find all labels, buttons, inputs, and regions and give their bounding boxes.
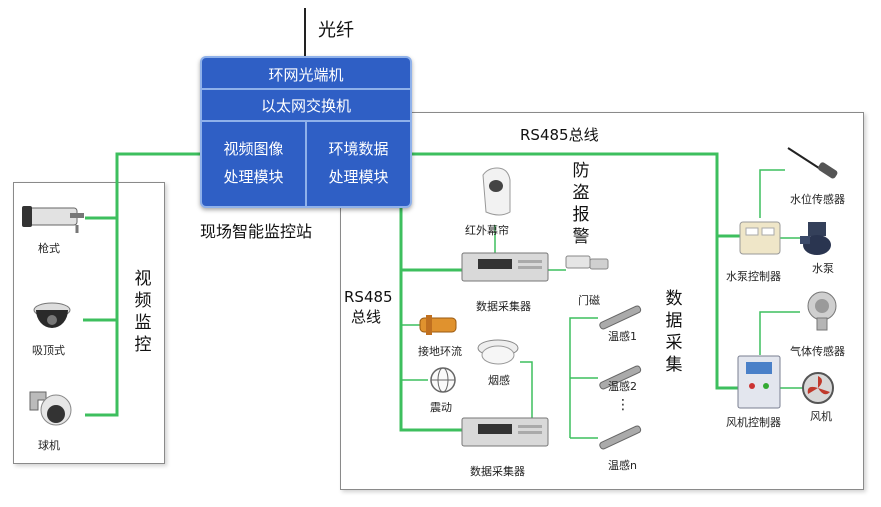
door-magnet-icon xyxy=(565,255,609,270)
water-level-sensor-label: 水位传感器 xyxy=(790,193,845,206)
rs485-left-label-line2: 总线 xyxy=(351,308,382,326)
temp-probe-icon xyxy=(599,425,642,450)
ring-optical-terminal: 环网光端机 xyxy=(268,66,344,84)
temp-sensor-n-label: 温感n xyxy=(608,459,637,472)
field-frame xyxy=(340,112,864,490)
vibration-sensor-icon xyxy=(430,367,456,393)
data-collector-icon xyxy=(461,252,549,282)
fan-icon xyxy=(802,372,834,404)
temp-sensor-ellipsis: ⋮ xyxy=(616,397,630,413)
fan-controller-icon xyxy=(737,355,781,409)
dome-camera-label: 吸顶式 xyxy=(32,344,65,357)
temp-probe-icon xyxy=(599,365,642,390)
ground-current-label: 接地环流 xyxy=(418,345,462,358)
env-module-line1: 环境数据 xyxy=(328,140,389,158)
fiber-label: 光纤 xyxy=(318,20,354,41)
video-monitor-frame xyxy=(13,182,165,464)
smoke-detector-label: 烟感 xyxy=(488,374,510,387)
ethernet-switch: 以太网交换机 xyxy=(260,97,351,115)
infrared-curtain-label: 红外幕帘 xyxy=(465,224,509,237)
video-module-line1: 视频图像 xyxy=(223,140,284,158)
station-box: 环网光端机 以太网交换机 视频图像 处理模块 环境数据 处理模块 xyxy=(200,56,412,208)
security-alarm-title: 防盗报警 xyxy=(572,161,590,247)
dome-camera-icon xyxy=(33,302,71,328)
video-monitor-title: 视频监控 xyxy=(134,269,152,355)
fan-controller-label: 风机控制器 xyxy=(726,416,781,429)
ground-current-icon xyxy=(419,315,457,335)
water-pump-icon xyxy=(800,222,831,255)
fan-label: 风机 xyxy=(810,410,832,423)
sensor-branches xyxy=(401,169,803,439)
smoke-detector-icon xyxy=(477,339,519,365)
data-collector-label-1: 数据采集器 xyxy=(476,300,531,313)
station-caption: 现场智能监控站 xyxy=(200,222,313,241)
divider xyxy=(202,120,410,122)
temp-sensor-2-label: 温感2 xyxy=(608,380,637,393)
env-module-line2: 处理模块 xyxy=(328,168,389,186)
ptz-camera-icon xyxy=(29,391,72,426)
video-module-line2: 处理模块 xyxy=(223,168,284,186)
ptz-camera-label: 球机 xyxy=(38,439,60,452)
gas-sensor-label: 气体传感器 xyxy=(790,345,845,358)
bullet-camera-icon xyxy=(22,206,84,233)
video-bus xyxy=(83,152,200,417)
door-magnet-label: 门磁 xyxy=(578,294,600,307)
rs485-bus-label: RS485总线 xyxy=(520,126,599,144)
divider xyxy=(305,122,307,206)
water-level-sensor-icon xyxy=(787,147,838,179)
rs485-left-label-line1: RS485 xyxy=(344,288,393,306)
pump-controller-icon xyxy=(739,221,781,255)
water-pump-label: 水泵 xyxy=(812,262,834,275)
temp-probe-icon xyxy=(599,305,642,330)
infrared-curtain-icon xyxy=(482,167,511,216)
data-collector-icon xyxy=(461,417,549,447)
vibration-label: 震动 xyxy=(430,401,452,414)
pump-controller-label: 水泵控制器 xyxy=(726,270,781,283)
temp-sensor-1-label: 温感1 xyxy=(608,330,637,343)
data-acquisition-title: 数据采集 xyxy=(665,289,683,375)
gas-sensor-icon xyxy=(807,291,837,331)
data-collector-label-2: 数据采集器 xyxy=(470,465,525,478)
bullet-camera-label: 枪式 xyxy=(38,242,60,255)
divider xyxy=(202,88,410,90)
rs485-bus xyxy=(399,152,740,432)
